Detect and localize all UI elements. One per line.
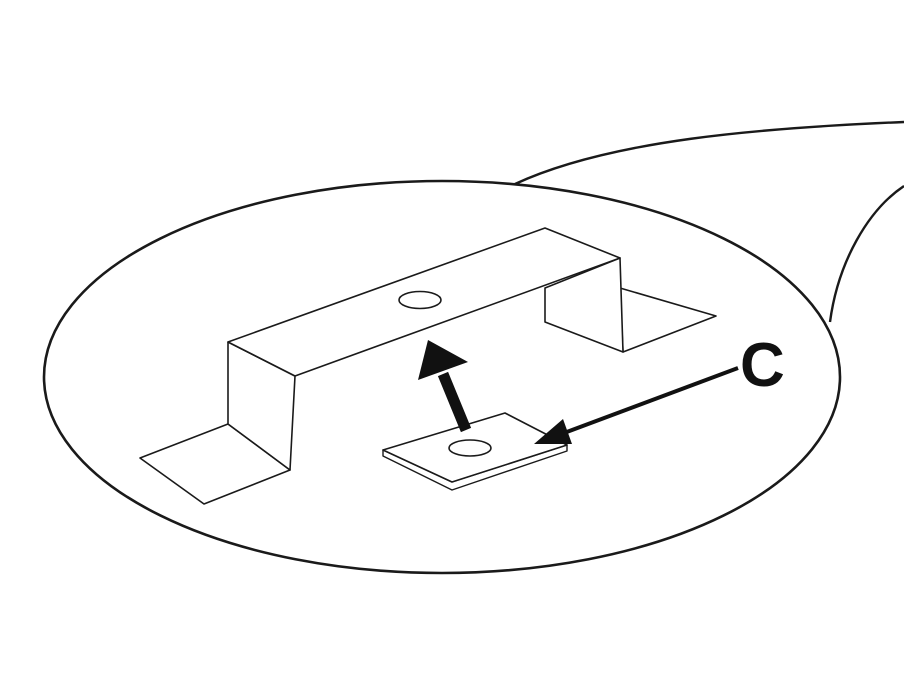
install-direction-arrow-head (418, 340, 468, 380)
callout-leader-arrowhead (534, 419, 572, 444)
callout-label-c: C (740, 331, 785, 400)
magnifier-leader-top (514, 120, 904, 186)
install-direction-arrow-shaft (437, 371, 472, 433)
bracket-top-hole (398, 290, 442, 310)
magnifier-leader-bottom (828, 185, 904, 323)
bracket-right-leg (544, 257, 624, 353)
nut-plate-hole (448, 439, 492, 457)
callout-leader-line (555, 366, 739, 438)
